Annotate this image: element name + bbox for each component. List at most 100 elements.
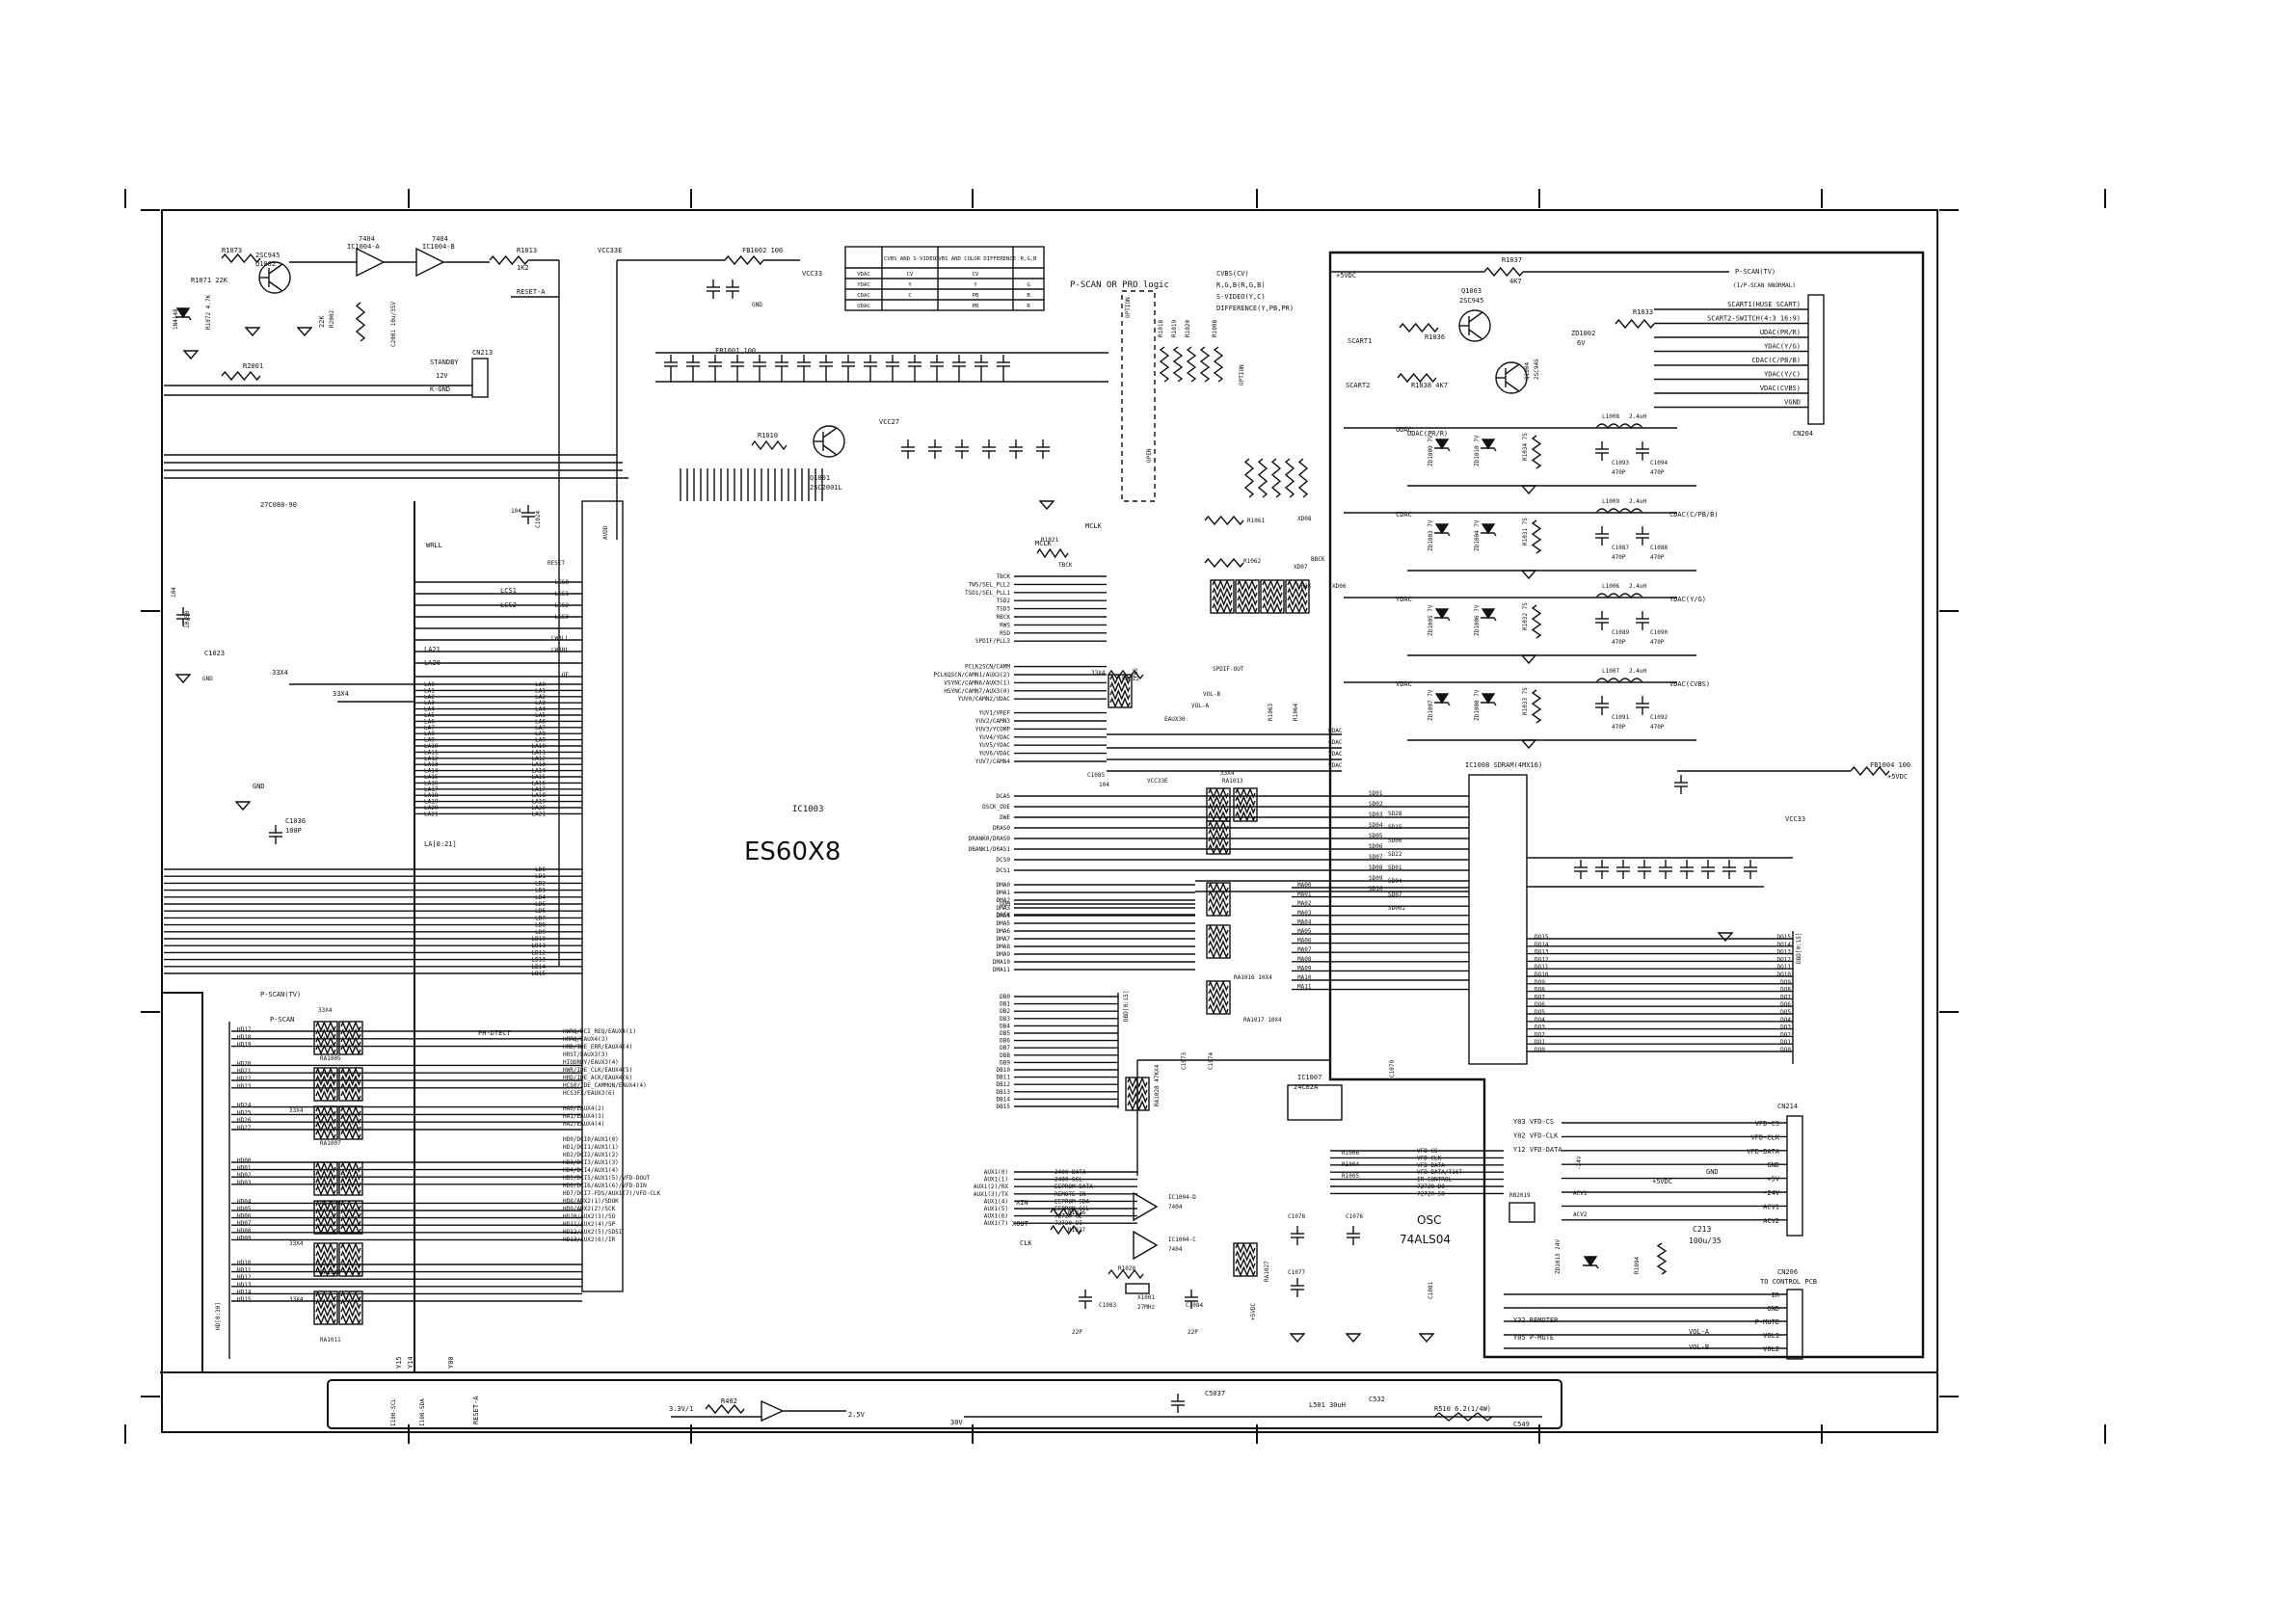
scart-pin: VGND <box>1784 399 1801 407</box>
resistor <box>1531 435 1542 469</box>
aux-pin: AUX1(1) <box>984 1177 1008 1184</box>
resistor <box>1109 674 1131 685</box>
ctrl-pin: LCS3 <box>555 614 570 621</box>
video-pin: YUV5/YDAC <box>978 742 1010 749</box>
host-pin: HA1/EAUX4(3) <box>563 1113 604 1120</box>
resistor <box>1297 458 1309 498</box>
dq-right: DQ8 <box>1780 987 1791 994</box>
q1002: Q1002 <box>255 260 276 268</box>
r1021: R1021 <box>1041 537 1058 544</box>
bottom-y14: Y14 <box>407 1356 414 1369</box>
sdram-ctrl-pin: SD00 <box>1388 838 1402 844</box>
ma-label: MA02 <box>1297 900 1312 907</box>
resistor-array <box>338 1161 363 1196</box>
video-pin: TWS/SEL_PLL2 <box>969 581 1011 588</box>
crystal <box>1125 1283 1150 1294</box>
zener-label: ZD1009 7V <box>1428 435 1434 466</box>
hd-label: HD27 <box>237 1125 252 1131</box>
resistor <box>1199 346 1211 383</box>
inductor: L1008 <box>1602 413 1619 420</box>
resistor <box>315 1184 336 1196</box>
dram-pin: DCAS <box>997 793 1011 800</box>
vdd5-scart: +5VDC <box>1336 272 1356 279</box>
resistor <box>1208 980 1229 992</box>
host-pin: HD9/AUX2(2)/SCK <box>563 1206 616 1212</box>
cn213: CN213 <box>472 349 493 357</box>
aux-net: 72720-DI <box>1055 1220 1082 1227</box>
filter-cap-val: 470P <box>1612 469 1626 476</box>
resistor <box>1262 579 1283 591</box>
table-cell: PR <box>973 304 979 309</box>
filter-cap: C1092 <box>1650 714 1668 721</box>
sdram-data-pin: SD05 <box>1369 833 1383 839</box>
resistor <box>340 1067 361 1078</box>
scart-pin: YDAC(Y/G) <box>1764 343 1801 351</box>
sdram-data-pin: SD01 <box>1369 790 1383 797</box>
ic1004c: IC1004-C <box>1168 1237 1196 1243</box>
filter-cap: C1087 <box>1612 545 1629 551</box>
lower-board-outline <box>327 1379 1562 1429</box>
resistor <box>1235 811 1256 822</box>
bottom-scl: I100-SCL <box>390 1398 397 1426</box>
sdram-data-pin: SD08 <box>1369 865 1383 871</box>
table-cell: PB <box>973 293 979 299</box>
hd-label: HD19 <box>237 1042 252 1049</box>
ra1007: RA1007 <box>320 1140 341 1147</box>
cn206-pmute: Y05 P-MUTE <box>1513 1334 1554 1342</box>
zener-diode <box>1481 702 1497 706</box>
table-cell: CV <box>907 272 914 278</box>
zener-diode <box>1583 1264 1599 1269</box>
resistor <box>315 1258 336 1269</box>
sdram-data-pin: SD02 <box>1369 801 1383 808</box>
xd08: XD08 <box>1297 516 1312 522</box>
table-header: R,G,B <box>1021 256 1037 262</box>
la-net: LA16 <box>424 780 439 786</box>
r1020: R1020 <box>1185 320 1191 337</box>
la-pin: LA8 <box>535 731 546 737</box>
dq-label: DQ10 <box>1535 971 1549 978</box>
video-pin: PCLKQSCN/CAMN1/AUX3(2) <box>934 672 1010 678</box>
zener-diode <box>1481 693 1496 705</box>
resistor <box>1287 602 1308 614</box>
ground-symbol <box>234 801 252 812</box>
sdram-label: IC1008 SDRAM(4MX16) <box>1465 761 1542 769</box>
r1033: R1033 <box>1633 308 1653 316</box>
hd-low-label: HD13 <box>237 1282 252 1289</box>
resistor <box>315 1028 336 1040</box>
resistor <box>705 1403 745 1415</box>
aux-pin: AUX1(3)/TX <box>974 1191 1009 1198</box>
ic1004a: IC1004-A <box>347 243 381 251</box>
r1005: R1005 <box>1342 1173 1359 1180</box>
dq-label: DQ12 <box>1535 956 1549 963</box>
resistor <box>315 1314 336 1325</box>
inductor-coil <box>1595 593 1643 599</box>
zener-diode <box>1434 439 1450 450</box>
dram-pin: DRAS0 <box>993 825 1010 832</box>
ld-pin: LD5 <box>535 901 546 908</box>
aux-net: REMOTE-IN <box>1055 1191 1086 1198</box>
db-pin: DB15 <box>997 1104 1011 1110</box>
dq-right: DQ7 <box>1780 994 1791 1000</box>
resistor <box>340 1242 361 1254</box>
resistor <box>1208 905 1229 917</box>
r1004: R1004 <box>1342 1161 1359 1168</box>
ra1011: RA1011 <box>320 1337 341 1344</box>
cn214-net: Y02 VFD-CLK <box>1513 1131 1559 1139</box>
video-pin: RBCK <box>997 614 1011 621</box>
scart-connector <box>1807 294 1825 425</box>
scart-pin: CDAC(C/PB/B) <box>1751 357 1801 364</box>
connector-cn213 <box>471 358 489 398</box>
bottom-y15: Y15 <box>395 1356 403 1369</box>
zener-diode <box>1481 608 1496 620</box>
c213-val: 100u/35 <box>1689 1237 1722 1245</box>
cap-104-left: 104 <box>171 587 177 598</box>
aux-pin: AUX1(4) <box>984 1198 1008 1205</box>
filter-cap: C1094 <box>1650 460 1668 466</box>
c22p-b: 22P <box>1188 1329 1198 1336</box>
hd-low-label: HD02 <box>237 1172 252 1179</box>
scart-pin: UDAC(PR/R) <box>1760 329 1801 336</box>
resistor <box>1036 547 1069 559</box>
ground-symbol <box>1289 1333 1306 1344</box>
avdd-pin: AVDD <box>602 525 609 540</box>
